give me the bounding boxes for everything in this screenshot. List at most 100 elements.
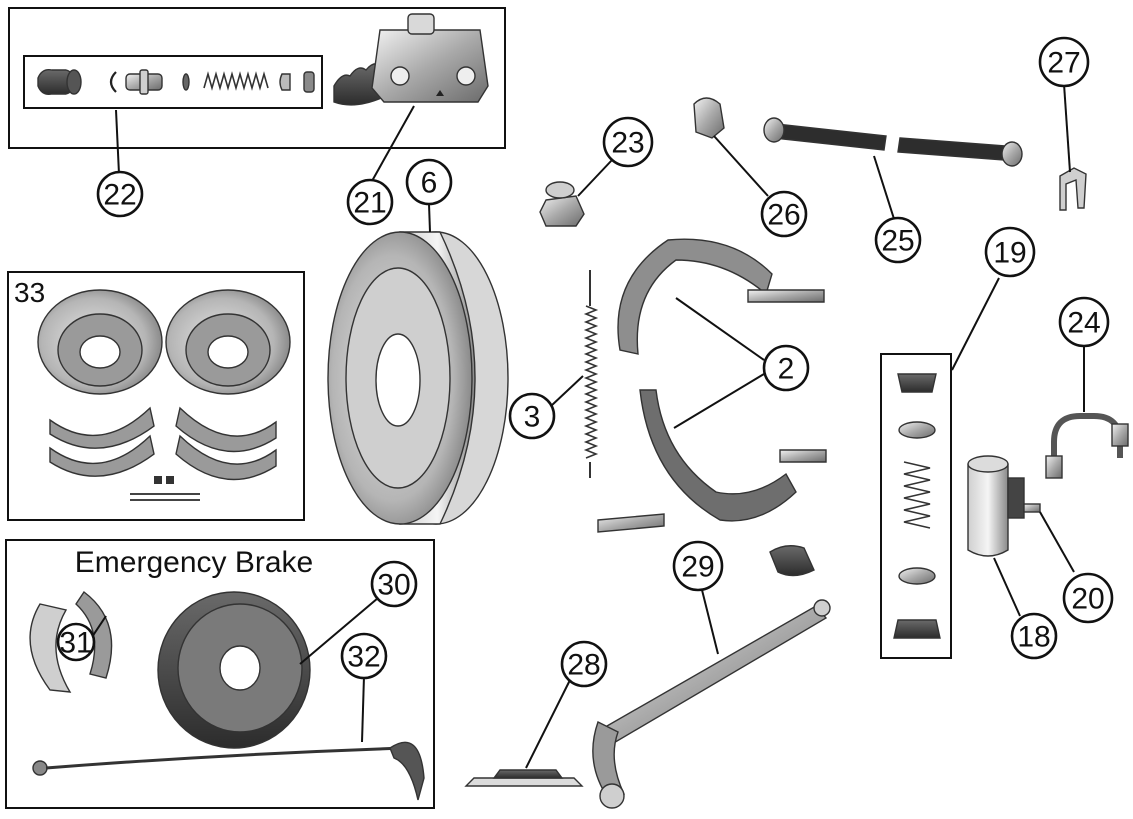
callout-30: 30 <box>370 560 418 608</box>
callout-circle <box>346 178 394 226</box>
callout-circle <box>340 632 388 680</box>
callout-circle <box>56 622 96 662</box>
emergency-brake-title: Emergency Brake <box>75 546 313 579</box>
callout-circle <box>96 170 144 218</box>
leader-26 <box>713 135 769 197</box>
pedal-pad <box>464 769 584 787</box>
callout-circle <box>508 392 556 440</box>
brake-shoes <box>597 238 827 533</box>
emergency-brake-cable <box>32 741 425 801</box>
shoe-set <box>49 406 277 481</box>
leader-22 <box>115 109 120 175</box>
callout-number: 2 <box>778 353 795 386</box>
callout-number: 30 <box>377 569 410 602</box>
callout-circle <box>1062 572 1114 624</box>
callout-circle <box>370 560 418 608</box>
brake-drum <box>327 231 509 525</box>
rebuild-kit-frame <box>23 55 323 109</box>
leader-23 <box>577 159 613 197</box>
callout-circle <box>1010 612 1058 660</box>
callout-number: 23 <box>611 127 644 160</box>
callout-circle <box>602 116 654 168</box>
callout-number: 22 <box>103 179 136 212</box>
wheel-kit-frame <box>7 271 305 521</box>
brake-pedal <box>592 599 831 809</box>
callout-number: 20 <box>1071 583 1104 616</box>
brake-line <box>1045 413 1129 479</box>
leader-lines <box>89 83 1085 769</box>
callout-20: 20 <box>1062 572 1114 624</box>
return-spring <box>583 270 599 478</box>
leader-29 <box>701 589 719 655</box>
master-cylinder-frame <box>8 7 506 149</box>
callout-circle <box>984 226 1036 278</box>
leader-27 <box>1063 83 1071 173</box>
callout-6: 6 <box>405 158 453 206</box>
callout-number: 25 <box>881 225 914 258</box>
callout-number: 26 <box>767 199 800 232</box>
callout-26: 26 <box>760 190 808 238</box>
bleeder-screw <box>1023 503 1041 513</box>
drum-pair <box>37 289 291 395</box>
callout-circle <box>405 158 453 206</box>
master-cylinder <box>333 13 489 106</box>
callout-31: 31 <box>56 622 96 662</box>
callout-27: 27 <box>1038 36 1090 88</box>
leader-32 <box>361 675 365 743</box>
callout-2: 2 <box>762 344 810 392</box>
callout-24: 24 <box>1058 296 1110 348</box>
leader-18 <box>993 557 1021 617</box>
callout-22: 22 <box>96 170 144 218</box>
callout-25: 25 <box>874 216 922 264</box>
callout-circle <box>874 216 922 264</box>
hose-clip <box>1059 167 1087 211</box>
callout-18: 18 <box>1010 612 1058 660</box>
callout-28: 28 <box>560 640 608 688</box>
callout-number: 19 <box>993 237 1026 270</box>
leader-30 <box>299 597 379 665</box>
pedal-bushing <box>769 545 815 577</box>
leader-2b <box>673 373 765 429</box>
leader-6 <box>428 203 431 233</box>
master-cylinder-box <box>8 7 506 149</box>
callout-21: 21 <box>346 178 394 226</box>
callout-29: 29 <box>672 540 724 592</box>
callout-23: 23 <box>602 116 654 168</box>
spring-kit <box>130 476 200 501</box>
leader-25 <box>873 155 896 223</box>
callout-circle <box>760 190 808 238</box>
wheel-cylinder-kit <box>880 353 952 659</box>
callout-number: 3 <box>524 401 541 434</box>
callout-number: 6 <box>421 167 438 200</box>
callout-circle <box>762 344 810 392</box>
leader-20 <box>1039 511 1075 573</box>
leader-2a <box>675 297 765 361</box>
callout-number: 28 <box>567 649 600 682</box>
callout-19: 19 <box>984 226 1036 278</box>
emergency-brake-drum <box>157 591 311 749</box>
leader-3 <box>550 375 584 407</box>
leader-19 <box>951 277 1000 371</box>
wheel-cylinder <box>967 455 1025 557</box>
wheel-cylinder-kit-frame <box>880 353 952 659</box>
callout-number: 29 <box>681 551 714 584</box>
callout-number: 24 <box>1067 307 1100 340</box>
emergency-brake-box: Emergency Brake <box>5 539 435 809</box>
callout-number: 21 <box>353 187 386 220</box>
callout-number: 32 <box>347 641 380 674</box>
emergency-brake-frame <box>5 539 435 809</box>
callout-number: 31 <box>59 627 92 660</box>
leader-28 <box>525 679 571 769</box>
callout-circle <box>560 640 608 688</box>
callout-circle <box>1038 36 1090 88</box>
master-cylinder-rebuild-kit <box>37 68 315 96</box>
callout-3: 3 <box>508 392 556 440</box>
stop-light-switch <box>693 97 725 139</box>
leader-21 <box>371 105 415 182</box>
callout-32: 32 <box>340 632 388 680</box>
drum-nut <box>539 181 585 227</box>
callout-circle <box>672 540 724 592</box>
callout-number: 27 <box>1047 47 1080 80</box>
